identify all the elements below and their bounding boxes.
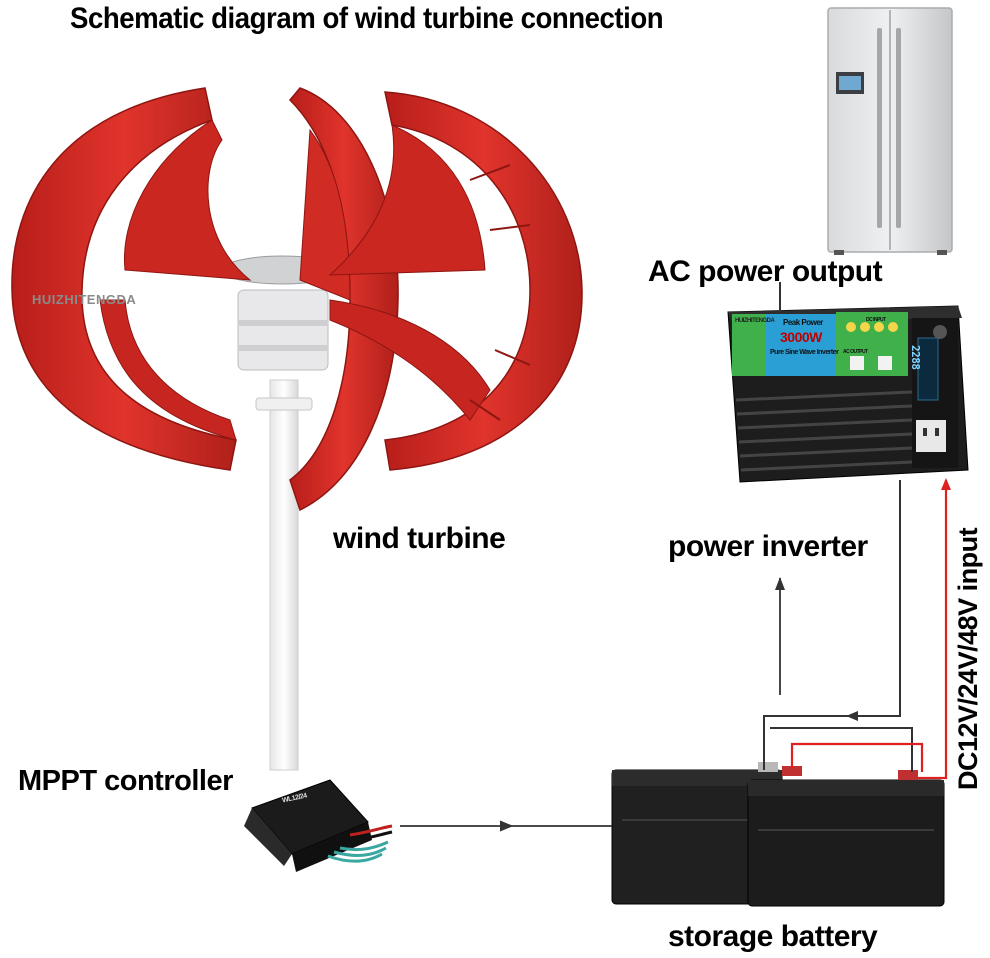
- inverter-display: 2288: [909, 345, 922, 370]
- refrigerator-icon: [827, 7, 953, 255]
- power-inverter-label: power inverter: [668, 530, 868, 563]
- inverter-watts: 3000W: [780, 329, 822, 345]
- inverter-brand: HUIZHITENGDA: [735, 318, 775, 324]
- mppt-controller-label: MPPT controller: [18, 765, 233, 797]
- ac-power-output-label: AC power output: [648, 255, 883, 288]
- storage-battery-label: storage battery: [668, 920, 878, 953]
- inverter-ac-output: AC OUTPUT: [843, 349, 868, 355]
- controller-icon: [244, 779, 393, 872]
- inverter-peak-power: Peak Power: [783, 318, 823, 327]
- battery-icon: [611, 762, 945, 907]
- wind-turbine-label: wind turbine: [333, 522, 506, 555]
- wind-turbine-icon: [11, 87, 583, 771]
- diagram-title: Schematic diagram of wind turbine connec…: [70, 2, 664, 35]
- dc-input-label: DC12V/24V/48V input: [953, 527, 983, 790]
- watermark: HUIZHITENGDA: [32, 292, 137, 307]
- inverter-icon: [727, 282, 969, 483]
- inverter-dc-input: DC INPUT: [866, 317, 886, 323]
- inverter-wave-type: Pure Sine Wave Inverter: [770, 349, 839, 356]
- connection-wires: [400, 478, 951, 832]
